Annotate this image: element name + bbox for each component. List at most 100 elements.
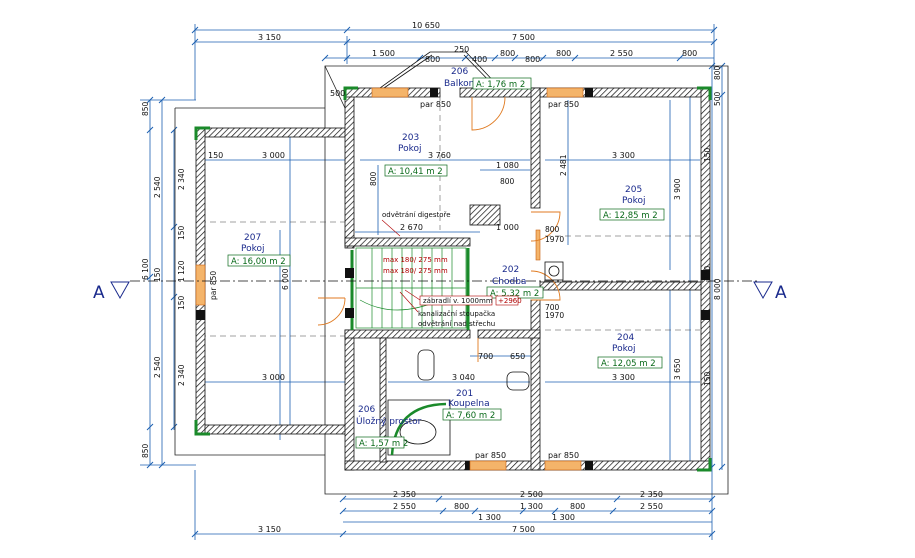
- dim-top-right: 7 500: [512, 33, 535, 42]
- room-201-area: A: 7,60 m 2: [446, 411, 495, 421]
- dim-right-7: 8 000: [713, 278, 722, 300]
- door-1970-b: 1970: [545, 311, 564, 320]
- section-markers: [110, 281, 773, 300]
- note-odvetrani-digestore: odvětrání digestoře: [382, 211, 451, 219]
- dim-3300b: 3 300: [612, 373, 635, 382]
- window-labels: par 850 par 850 par 850 par 850 par 850 …: [209, 100, 579, 460]
- elevation-mark: +2960: [498, 297, 522, 305]
- dim-top-chain-5: 800: [525, 55, 540, 64]
- dim-3760: 3 760: [428, 151, 451, 160]
- dim-left-outer-3: 2 540: [153, 356, 162, 378]
- dim-bottom-right: 7 500: [512, 525, 535, 534]
- dim-3000b: 3 000: [262, 373, 285, 382]
- room-203-name: Pokoj: [398, 144, 422, 154]
- dim-1000: 1 000: [496, 223, 519, 232]
- room-201-name: Koupelna: [448, 399, 490, 409]
- dim-left-inner-3: 150: [177, 295, 186, 310]
- room-204-num: 204: [617, 333, 634, 343]
- dim-2481: 2 481: [559, 154, 568, 176]
- dim-bottom2-3: 800: [570, 502, 585, 511]
- door-700: 700: [545, 303, 560, 312]
- dim-500: 500: [330, 89, 345, 98]
- dim-700: 700: [478, 352, 493, 361]
- room-205-area: A: 12,85 m 2: [603, 211, 658, 221]
- room-206b-name: Úložný prostor: [356, 415, 422, 427]
- note-odvetrani-strecha: odvětrání nad střechu: [418, 320, 495, 328]
- room-202-area: A: 5,32 m 2: [490, 289, 539, 299]
- window-label-204: par 850: [548, 451, 579, 460]
- dim-1080: 1 080: [496, 161, 519, 170]
- room-201-num: 201: [456, 389, 473, 399]
- dim-3000a: 3 000: [262, 151, 285, 160]
- dim-bottom2-1: 800: [454, 502, 469, 511]
- room-206-name: Balkon: [444, 79, 474, 89]
- room-206b-area: A: 1,57 m 2: [359, 439, 408, 449]
- dim-bottom1-2: 2 350: [640, 490, 663, 499]
- dim-top-chain-4: 800: [500, 49, 515, 58]
- section-label-left: A: [93, 283, 105, 303]
- dim-texts: 10 650 3 150 7 500 1 500 250 800 400 800…: [141, 21, 722, 534]
- dim-bottom1-0: 2 350: [393, 490, 416, 499]
- room-204-name: Pokoj: [612, 344, 636, 354]
- dim-left-total: 6 100: [141, 258, 150, 280]
- room-labels: 207 Pokoj A: 16,00 m 2 203 Pokoj A: 10,4…: [227, 67, 665, 449]
- room-203-area: A: 10,41 m 2: [388, 167, 443, 177]
- room-guide-lines: [200, 95, 700, 337]
- room-207-num: 207: [244, 233, 261, 243]
- dim-top-left: 3 150: [258, 33, 281, 42]
- dim-top-chain-3: 400: [472, 55, 487, 64]
- dim-right-4: 150: [703, 265, 712, 280]
- dim-2670: 2 670: [400, 223, 423, 232]
- dim-800v: 800: [369, 171, 378, 186]
- note-kanalizacni: kanalizační stoupačka: [418, 310, 495, 318]
- section-label-right: A: [775, 283, 787, 303]
- dim-right-6: 150: [703, 371, 712, 386]
- room-202-name: Chodba: [492, 277, 526, 287]
- room-203-num: 203: [402, 133, 419, 143]
- window-label-207: par 850: [209, 271, 218, 300]
- dim-3650: 3 650: [673, 358, 682, 380]
- stair-note-down: max 180/ 275 mm: [383, 267, 448, 275]
- note-zabradli: zábradlí v. 1000mm: [423, 297, 493, 305]
- dim-bottom2-2: 1 300: [520, 502, 543, 511]
- room-202-num: 202: [502, 265, 519, 275]
- dim-bottom2-4: 2 550: [640, 502, 663, 511]
- dim-bottom2-0: 2 550: [393, 502, 416, 511]
- dim-right-2: 150: [703, 147, 712, 162]
- notes: odvětrání digestoře zábradlí v. 1000mm k…: [381, 211, 522, 328]
- room-204-area: A: 12,05 m 2: [601, 359, 656, 369]
- dim-left-inner-2: 1 120: [177, 260, 186, 282]
- dim-3300a: 3 300: [612, 151, 635, 160]
- dim-top-total: 10 650: [412, 21, 440, 30]
- room-206b-num: 206: [358, 405, 375, 415]
- room-205-num: 205: [625, 185, 642, 195]
- window-label-205: par 850: [548, 100, 579, 109]
- dim-left-outer-1: 2 540: [153, 176, 162, 198]
- dim-top-chain-1: 250: [454, 45, 469, 54]
- dim-top-chain-2: 800: [425, 55, 440, 64]
- dim-left-outer-4: 850: [141, 443, 150, 458]
- room-205-name: Pokoj: [622, 196, 646, 206]
- dim-3900: 3 900: [673, 178, 682, 200]
- dim-bottom3-1: 1 300: [552, 513, 575, 522]
- dim-left-inner-4: 2 340: [177, 364, 186, 386]
- stair-note-up: max 180/ 275 mm: [383, 256, 448, 264]
- door-1970-a: 1970: [545, 235, 564, 244]
- room-206-num: 206: [451, 67, 468, 77]
- dim-bottom3-0: 1 300: [478, 513, 501, 522]
- room-207-area: A: 16,00 m 2: [231, 257, 286, 267]
- dim-650: 650: [510, 352, 525, 361]
- room-206-area: A: 1,76 m 2: [476, 80, 525, 90]
- door-800-a: 800: [545, 225, 560, 234]
- dim-left-outer-0: 850: [141, 101, 150, 116]
- window-label-201: par 850: [475, 451, 506, 460]
- dim-right-0: 800: [713, 65, 722, 80]
- dim-3040: 3 040: [452, 373, 475, 382]
- dim-6000: 6 000: [281, 268, 290, 290]
- dim-left-inner-0: 2 340: [177, 168, 186, 190]
- dim-bottom-left: 3 150: [258, 525, 281, 534]
- dim-left-inner-1: 150: [177, 225, 186, 240]
- dim-top-chain-8: 800: [682, 49, 697, 58]
- room-207-name: Pokoj: [241, 244, 265, 254]
